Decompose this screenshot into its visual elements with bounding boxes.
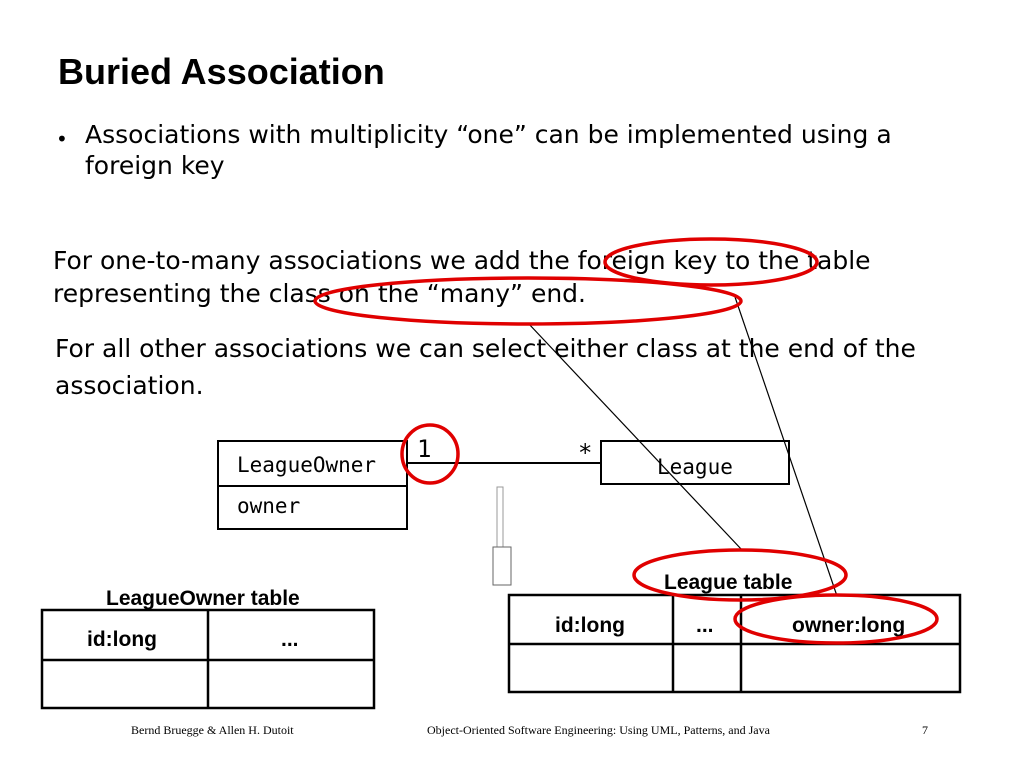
league-owner-attribute: owner — [237, 494, 301, 518]
footer-authors: Bernd Bruegge & Allen H. Dutoit — [131, 723, 294, 737]
multiplicity-one: 1 — [417, 435, 432, 463]
paragraph-other-associations: For all other associations we can select… — [55, 334, 916, 400]
placeholder-artifact-bar — [496, 486, 504, 550]
footer-book-title: Object-Oriented Software Engineering: Us… — [427, 723, 770, 737]
league-owner-table-col-id: id:long — [87, 628, 157, 651]
league-owner-table-caption: LeagueOwner table — [106, 587, 300, 610]
league-class-name: League — [657, 455, 733, 479]
slide-title: Buried Association — [58, 51, 385, 92]
footer-page-number: 7 — [922, 723, 928, 737]
connector-line-foreign-key — [734, 296, 838, 597]
paragraph-one-to-many: For one-to-many associations we add the … — [53, 246, 871, 308]
league-class-box — [600, 440, 790, 485]
multiplicity-many: * — [578, 439, 593, 467]
bullet-marker: • — [56, 127, 68, 151]
league-owner-class-divider — [217, 485, 408, 487]
connector-line-many-end — [527, 322, 743, 551]
league-owner-table-col-more: ... — [281, 628, 299, 651]
league-table-col-more: ... — [696, 614, 714, 637]
highlight-multiplicity-one — [400, 423, 460, 485]
league-table-grid — [507, 593, 962, 694]
league-table-caption: League table — [664, 571, 793, 594]
league-owner-table-grid — [40, 608, 376, 710]
league-table-col-owner: owner:long — [792, 614, 906, 637]
bullet-text: Associations with multiplicity “one” can… — [85, 120, 892, 180]
placeholder-artifact-box — [492, 546, 512, 586]
highlight-foreign-key — [603, 237, 819, 287]
highlight-owner-column — [733, 593, 939, 645]
highlight-league-table — [632, 548, 848, 602]
league-owner-class-name: LeagueOwner — [237, 453, 377, 477]
league-table-col-id: id:long — [555, 614, 625, 637]
highlight-many-end — [313, 276, 743, 326]
